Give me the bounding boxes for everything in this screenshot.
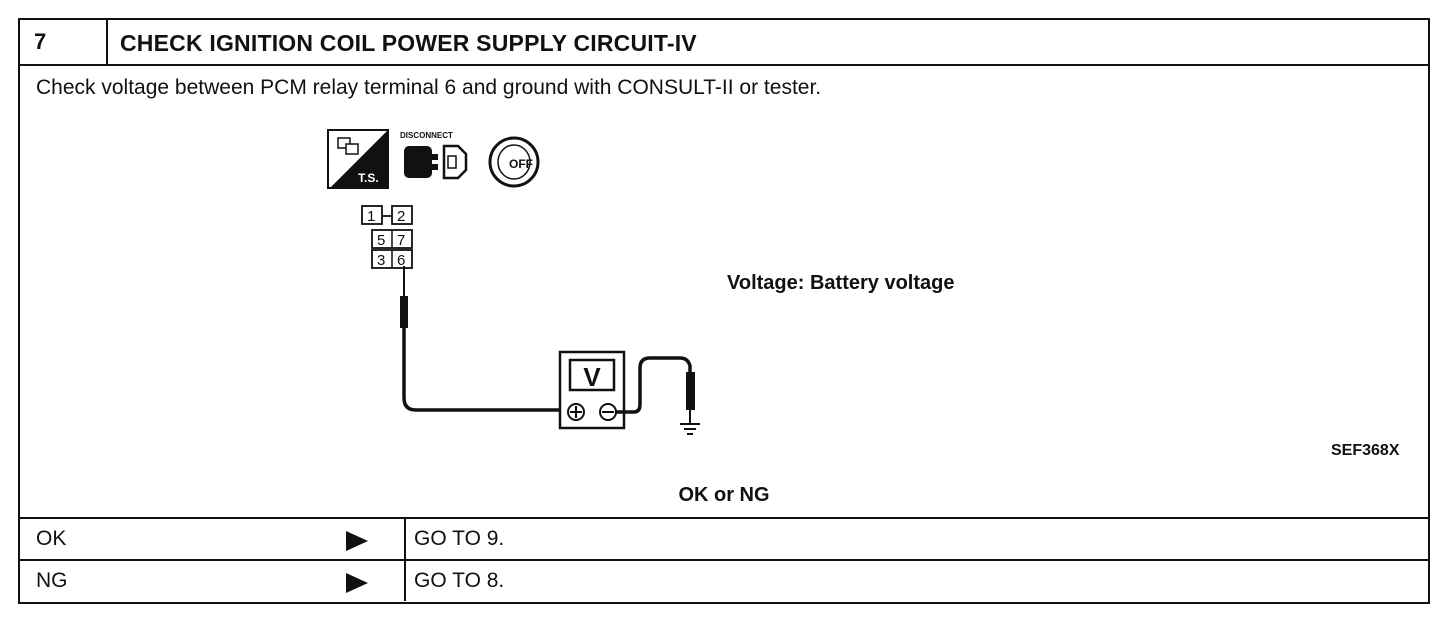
step-title: CHECK IGNITION COIL POWER SUPPLY CIRCUIT… [120, 30, 697, 56]
pcm-relay-connector: 1 2 5 7 3 6 [361, 205, 413, 269]
step-header: 7 CHECK IGNITION COIL POWER SUPPLY CIRCU… [20, 20, 1428, 66]
positive-test-lead [400, 266, 564, 412]
result-label: NG [36, 569, 68, 592]
terminal-2-label: 2 [397, 208, 405, 225]
disconnect-icon: DISCONNECT [400, 131, 468, 180]
terminal-1-label: 1 [367, 208, 375, 225]
figure-code: SEF368X [1331, 442, 1400, 459]
column-divider [404, 519, 406, 559]
arrow-right-icon [346, 573, 368, 593]
terminal-7-label: 7 [397, 232, 405, 249]
negative-test-lead [616, 356, 695, 424]
ignition-off-label: OFF [509, 157, 533, 171]
terminal-6-label: 6 [397, 252, 405, 269]
result-row-ok: OK GO TO 9. [20, 517, 1428, 559]
voltage-check-diagram: T.S. DISCONNECT OFF 1 [327, 129, 700, 435]
voltmeter-icon: V [558, 350, 626, 430]
voltmeter-label: V [583, 362, 601, 392]
step-number: 7 [20, 20, 108, 64]
terminal-5-label: 5 [377, 232, 385, 249]
terminal-3-label: 3 [377, 252, 385, 269]
result-row-ng: NG GO TO 8. [20, 559, 1428, 601]
result-action: GO TO 9. [414, 527, 505, 550]
trouble-shooting-icon: T.S. [327, 129, 389, 189]
arrow-right-icon [346, 531, 368, 551]
result-action: GO TO 8. [414, 569, 505, 592]
column-divider [404, 561, 406, 601]
result-label: OK [36, 527, 67, 550]
result-prompt: OK or NG [678, 484, 770, 506]
ts-label: T.S. [358, 171, 379, 185]
check-table: 7 CHECK IGNITION COIL POWER SUPPLY CIRCU… [18, 18, 1430, 604]
instruction-text: Check voltage between PCM relay terminal… [36, 76, 822, 99]
voltage-spec: Voltage: Battery voltage [727, 272, 955, 294]
disconnect-label: DISCONNECT [400, 131, 453, 140]
ignition-off-icon: OFF [488, 136, 540, 188]
ground-icon [680, 423, 700, 435]
